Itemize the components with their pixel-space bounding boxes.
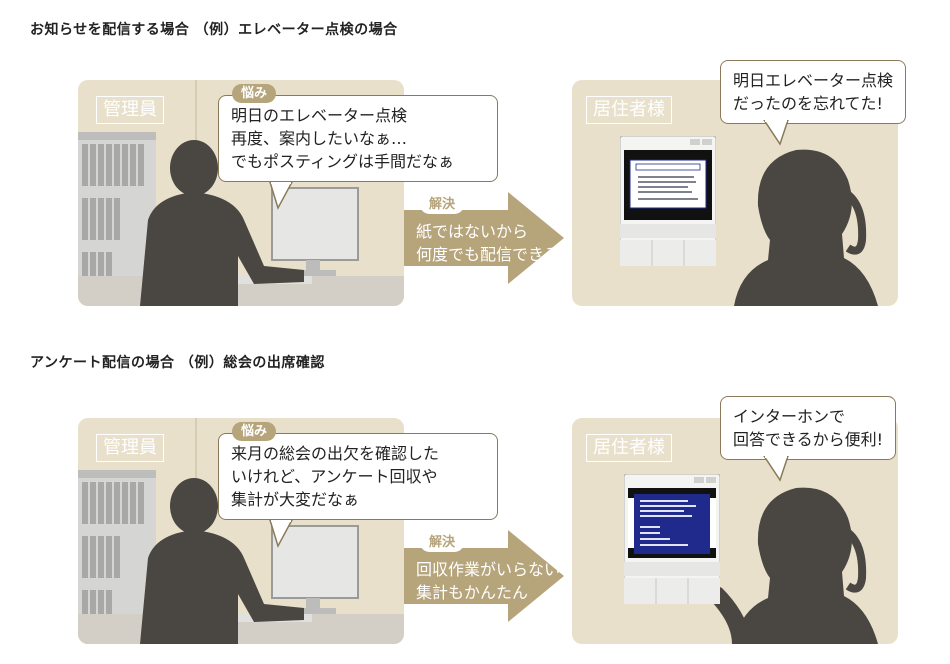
- resident-line: インターホンで: [733, 407, 846, 426]
- worry-bubble-tail: [269, 520, 293, 548]
- solution-arrow: [404, 530, 564, 622]
- solution-line: 集計もかんたん: [416, 583, 529, 602]
- worry-label: 悩み: [232, 422, 277, 441]
- resident-line: だったのを忘れてた!: [733, 94, 883, 113]
- manager-tag: 管理員: [96, 434, 164, 462]
- resident-line: 回答できるから便利!: [733, 430, 884, 449]
- worry-line: でもポスティングは手間だなぁ: [231, 152, 455, 171]
- intercom-device: [624, 474, 720, 604]
- manager-panel: 管理員: [78, 418, 404, 644]
- worry-line: いけれど、アンケート回収や: [231, 467, 438, 486]
- solution-label: 解決: [420, 195, 465, 214]
- resident-bubble: 明日エレベーター点検 だったのを忘れてた!: [720, 60, 907, 124]
- worry-line: 集計が大変だなぁ: [231, 490, 360, 509]
- intercom-device: [620, 136, 716, 266]
- solution-text: 紙ではないから 何度でも配信できる: [416, 220, 560, 266]
- worry-line: 明日のエレベーター点検: [231, 106, 408, 125]
- section-2: 管理員 来月の総会の出欠を確認した いけれど、アンケート回収や 集計が大変だなぁ…: [0, 370, 950, 644]
- solution-arrow: [404, 192, 564, 284]
- resident-line: 明日エレベーター点検: [733, 71, 894, 90]
- manager-illustration: [78, 80, 404, 306]
- solution-label: 解決: [420, 533, 465, 552]
- solution-line: 回収作業がいらない: [416, 560, 561, 579]
- worry-bubble: 来月の総会の出欠を確認した いけれど、アンケート回収や 集計が大変だなぁ: [218, 433, 498, 520]
- resident-bubble-tail: [763, 120, 789, 146]
- solution-line: 何度でも配信できる: [416, 245, 560, 264]
- resident-bubble-tail: [763, 456, 789, 482]
- manager-panel: 管理員: [78, 80, 404, 306]
- section-1-heading: お知らせを配信する場合 （例）エレベーター点検の場合: [30, 22, 398, 38]
- solution-line: 紙ではないから: [416, 222, 529, 241]
- worry-label: 悩み: [232, 84, 277, 103]
- resident-tag: 居住者様: [586, 96, 672, 124]
- manager-tag: 管理員: [96, 96, 164, 124]
- resident-panel: 居住者様: [572, 80, 898, 306]
- worry-line: 来月の総会の出欠を確認した: [231, 444, 440, 463]
- solution-text: 回収作業がいらない 集計もかんたん: [416, 558, 560, 604]
- section-1: 管理員 明日のエレベーター点検 再度、案内したいなぁ… でもポスティングは手間だ…: [0, 32, 950, 306]
- manager-illustration: [78, 418, 404, 644]
- worry-bubble-tail: [269, 182, 293, 210]
- resident-bubble: インターホンで 回答できるから便利!: [720, 396, 897, 460]
- resident-tag: 居住者様: [586, 434, 672, 462]
- worry-bubble: 明日のエレベーター点検 再度、案内したいなぁ… でもポスティングは手間だなぁ: [218, 95, 498, 182]
- section-2-heading: アンケート配信の場合 （例）総会の出席確認: [30, 355, 325, 371]
- resident-illustration: [734, 149, 878, 306]
- worry-line: 再度、案内したいなぁ…: [231, 129, 408, 148]
